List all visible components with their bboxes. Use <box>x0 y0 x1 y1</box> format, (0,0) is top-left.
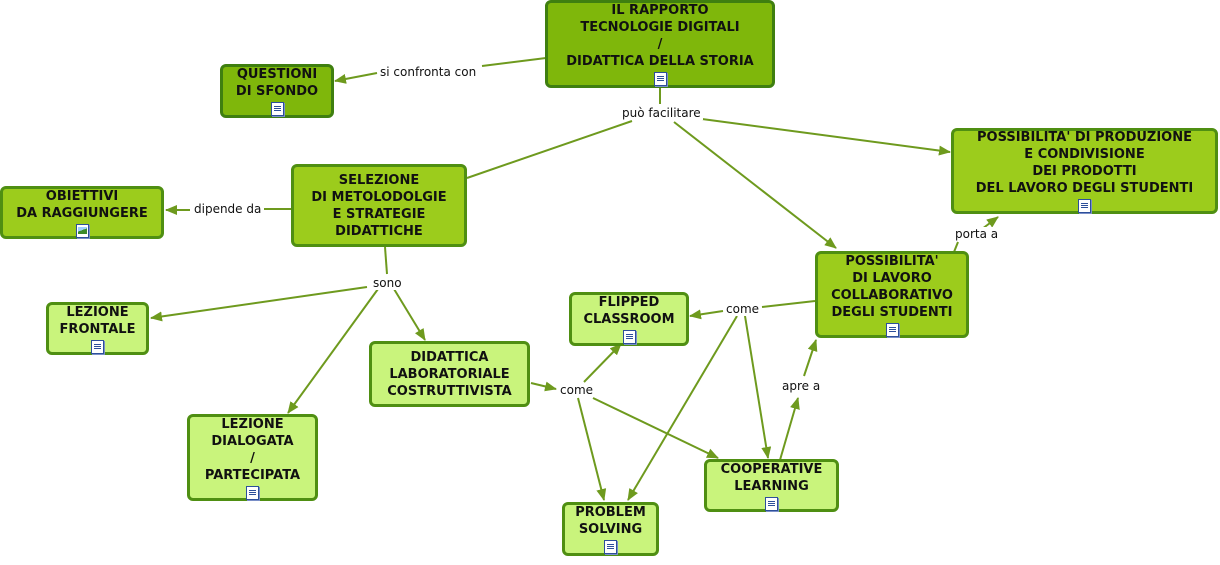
concept-selezione-label: SELEZIONE DI METOLODOLGIE E STRATEGIE DI… <box>311 172 447 239</box>
edge-sono-frontale <box>150 286 368 322</box>
edge-collab-come <box>761 300 816 308</box>
document-icon[interactable] <box>604 540 617 554</box>
concept-didattica-laboratoriale[interactable]: DIDATTICA LABORATORIALE COSTRUTTIVISTA <box>369 341 530 407</box>
concept-cooperative-label: COOPERATIVE LEARNING <box>720 461 823 494</box>
edge-lab-come <box>530 381 557 392</box>
concept-obiettivi-label: OBIETTIVI DA RAGGIUNGERE <box>16 188 148 221</box>
concept-selezione[interactable]: SELEZIONE DI METOLODOLGIE E STRATEGIE DI… <box>291 164 467 247</box>
link-label-sono: sono <box>371 276 404 290</box>
edge-come-flipped2 <box>583 343 622 383</box>
document-icon[interactable] <box>91 339 104 354</box>
link-label-dipende-da: dipende da <box>192 202 264 216</box>
document-icon[interactable] <box>270 102 284 116</box>
concept-laboratoriale-label: DIDATTICA LABORATORIALE COSTRUTTIVISTA <box>387 349 512 399</box>
concept-questioni-di-sfondo[interactable]: QUESTIONI DI SFONDO <box>220 64 334 118</box>
document-icon[interactable] <box>765 496 778 511</box>
edge-cooperative-aprea <box>779 397 800 461</box>
link-label-si-confronta: si confronta con <box>378 65 479 79</box>
edge-root-siconfronta <box>481 57 547 67</box>
concept-problem-label: PROBLEM SOLVING <box>575 505 646 537</box>
edge-come-cooperative <box>744 315 772 459</box>
edge-selezione-sono <box>384 246 388 275</box>
edge-sono-laboratoriale <box>393 288 426 341</box>
document-icon[interactable] <box>246 485 259 500</box>
concept-lezione-dialogata[interactable]: LEZIONE DIALOGATA / PARTECIPATA <box>187 414 318 501</box>
concept-dialogata-label: LEZIONE DIALOGATA / PARTECIPATA <box>204 416 301 483</box>
document-icon[interactable] <box>622 330 636 344</box>
concept-root-label: IL RAPPORTO TECNOLOGIE DIGITALI / DIDATT… <box>566 3 754 69</box>
concept-obiettivi[interactable]: OBIETTIVI DA RAGGIUNGERE <box>0 186 164 239</box>
edge-come-cooperative2 <box>592 397 719 459</box>
concept-cooperative-learning[interactable]: COOPERATIVE LEARNING <box>704 459 839 512</box>
concept-flipped-label: FLIPPED CLASSROOM <box>583 295 675 327</box>
concept-produzione-label: POSSIBILITA' DI PRODUZIONE E CONDIVISION… <box>975 130 1194 196</box>
concept-lezione-frontale[interactable]: LEZIONE FRONTALE <box>46 302 149 355</box>
concept-questioni-label: QUESTIONI DI SFONDO <box>235 67 319 99</box>
concept-problem-solving[interactable]: PROBLEM SOLVING <box>562 502 659 556</box>
edge-siconfronta-questioni <box>334 72 378 84</box>
edge-come-flipped <box>689 309 724 320</box>
edge-come-problem2 <box>577 397 607 501</box>
concept-frontale-label: LEZIONE FRONTALE <box>59 304 136 337</box>
link-label-puo-facilitare: può facilitare <box>620 106 703 120</box>
link-label-apre-a: apre a <box>780 379 823 393</box>
edge-puo-produzione <box>701 118 951 156</box>
concept-collaborativo-label: POSSIBILITA' DI LAVORO COLLABORATIVO DEG… <box>831 253 953 320</box>
edge-aprea-collab <box>803 339 818 377</box>
document-icon[interactable] <box>1078 199 1091 213</box>
edge-come-problem <box>627 315 738 501</box>
document-icon[interactable] <box>885 322 899 337</box>
link-label-porta-a: porta a <box>953 227 1001 241</box>
concept-produzione[interactable]: POSSIBILITA' DI PRODUZIONE E CONDIVISION… <box>951 128 1218 214</box>
edge-collab-portaa <box>953 241 959 253</box>
concept-flipped-classroom[interactable]: FLIPPED CLASSROOM <box>569 292 689 346</box>
edge-puo-collaborativo <box>673 121 837 249</box>
concept-collaborativo[interactable]: POSSIBILITA' DI LAVORO COLLABORATIVO DEG… <box>815 251 969 338</box>
link-label-come-lab: come <box>558 383 596 397</box>
image-icon[interactable] <box>75 223 89 238</box>
concept-root[interactable]: IL RAPPORTO TECNOLOGIE DIGITALI / DIDATT… <box>545 0 775 88</box>
document-icon[interactable] <box>653 72 667 86</box>
edge-puo-selezione <box>466 120 633 179</box>
link-label-come-collab: come <box>724 302 762 316</box>
edge-sono-dialogata <box>287 288 379 414</box>
